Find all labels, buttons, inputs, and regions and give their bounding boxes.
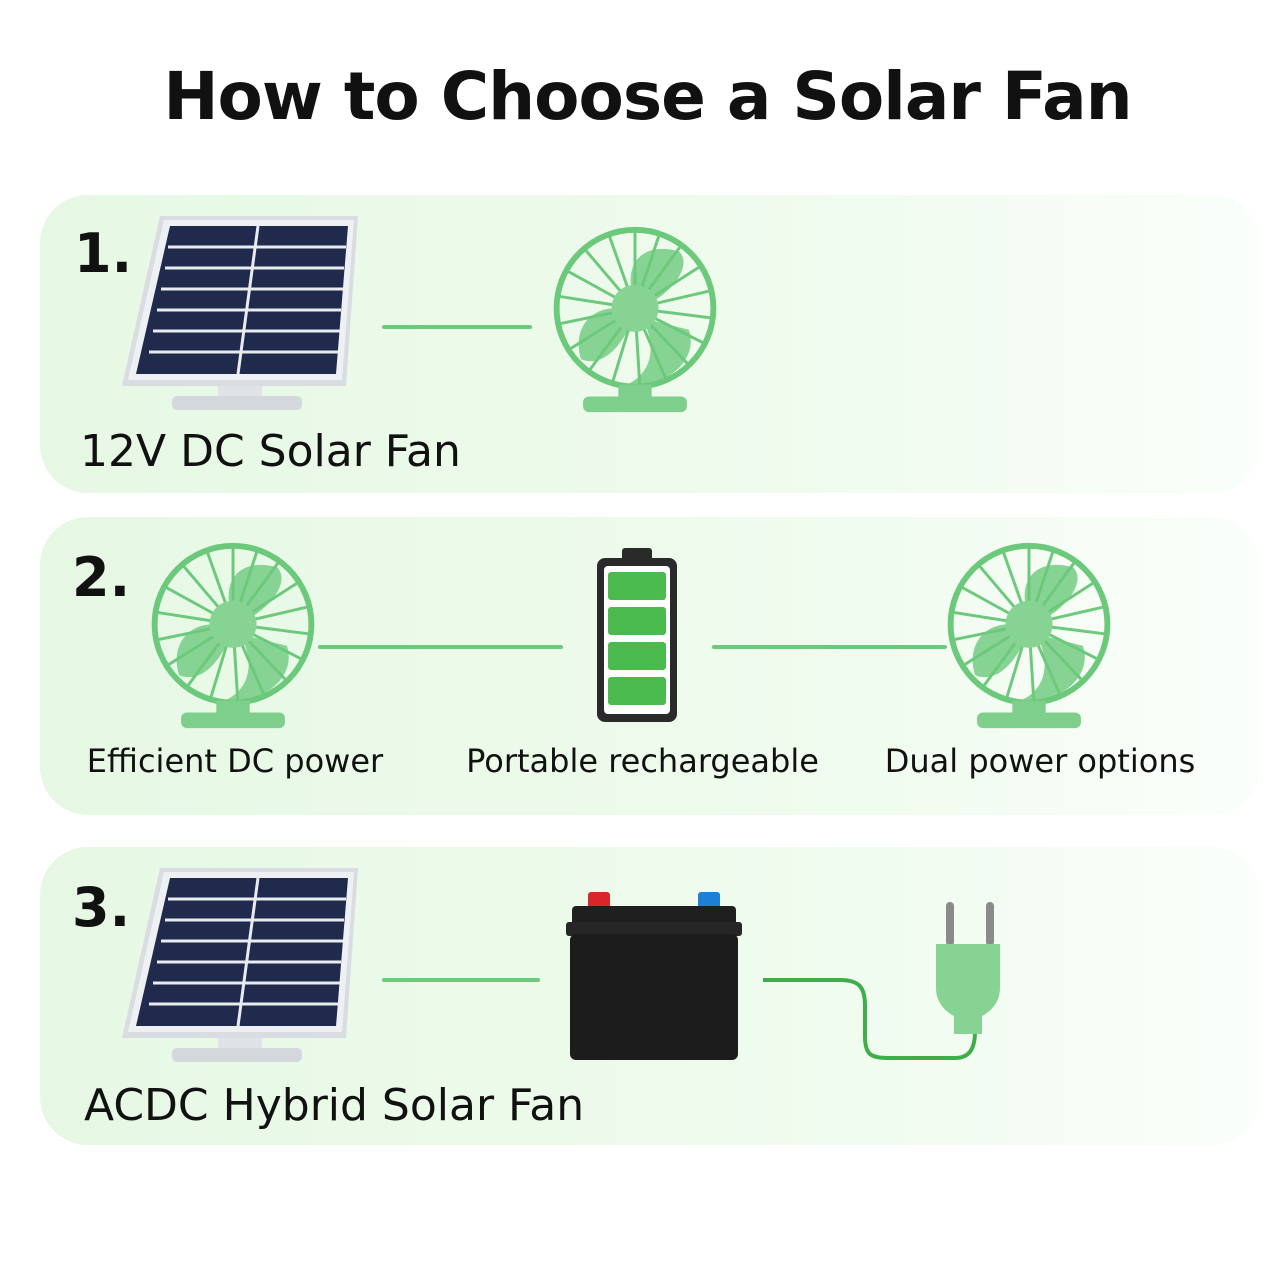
caption-portable: Portable rechargeable bbox=[466, 742, 819, 780]
fan-icon bbox=[148, 538, 318, 734]
connector-line bbox=[318, 645, 563, 649]
car-battery-icon bbox=[566, 892, 742, 1060]
page-title: How to Choose a Solar Fan bbox=[163, 58, 1132, 135]
rechargeable-battery-icon bbox=[597, 548, 677, 722]
ac-plug-icon bbox=[763, 902, 1000, 1060]
solar-panel-icon bbox=[120, 866, 360, 1066]
option-number-3: 3. bbox=[72, 876, 131, 939]
connector-line bbox=[382, 325, 532, 329]
option-number-1: 1. bbox=[74, 222, 133, 285]
option-label-1: 12V DC Solar Fan bbox=[80, 426, 461, 477]
caption-dual-power: Dual power options bbox=[884, 742, 1196, 780]
connector-line bbox=[712, 645, 947, 649]
fan-icon bbox=[550, 222, 720, 418]
solar-panel-icon bbox=[120, 214, 360, 414]
option-number-2: 2. bbox=[72, 546, 131, 609]
caption-efficient-dc: Efficient DC power bbox=[86, 742, 384, 780]
fan-icon bbox=[944, 538, 1114, 734]
connector-line bbox=[382, 978, 540, 982]
option-label-3: ACDC Hybrid Solar Fan bbox=[84, 1080, 585, 1131]
